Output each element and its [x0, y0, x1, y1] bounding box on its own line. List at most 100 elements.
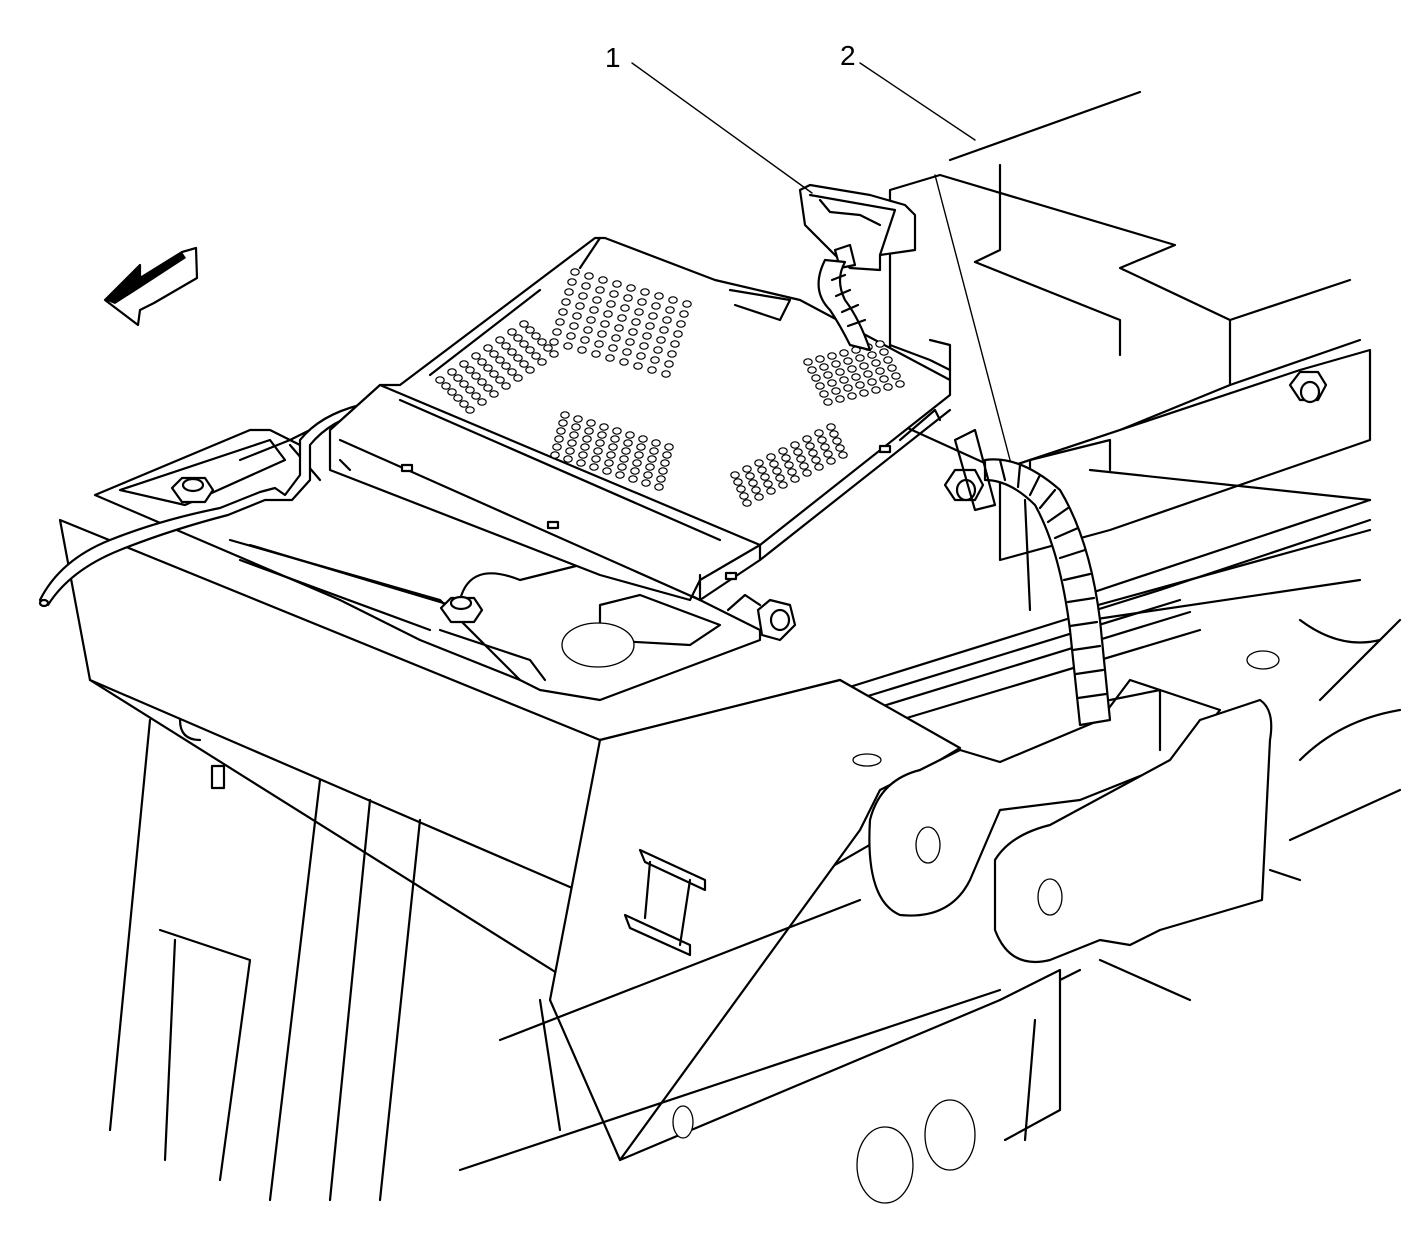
vent-hole [647, 366, 657, 374]
vent-hole [803, 358, 813, 366]
vent-hole [793, 448, 803, 456]
vent-hole [875, 367, 885, 375]
vent-hole [604, 459, 614, 467]
vent-hole [826, 423, 836, 431]
vent-hole [600, 320, 610, 328]
vent-hole [831, 387, 841, 395]
vent-hole [835, 368, 845, 376]
vent-hole [832, 437, 842, 445]
vent-hole [586, 419, 596, 427]
vent-hole [748, 479, 758, 487]
vent-hole [855, 354, 865, 362]
vent-hole [501, 382, 511, 390]
vent-hole [640, 288, 650, 296]
vent-hole [582, 435, 592, 443]
vent-hole [883, 383, 893, 391]
vent-hole [563, 455, 573, 463]
vent-hole [654, 292, 664, 300]
vent-hole [757, 466, 767, 474]
callout-leaders [631, 62, 1011, 461]
vent-hole [507, 368, 517, 376]
callout-1-label: 1 [605, 42, 621, 73]
vent-hole [843, 384, 853, 392]
vent-hole [664, 360, 674, 368]
vent-hole [495, 336, 505, 344]
vent-hole [477, 358, 487, 366]
vent-hole [651, 439, 661, 447]
vent-hole [583, 326, 593, 334]
vent-hole [525, 366, 535, 374]
vent-hole [626, 284, 636, 292]
vent-hole [659, 326, 669, 334]
vent-hole [453, 394, 463, 402]
vent-hole [823, 371, 833, 379]
vent-hole [580, 336, 590, 344]
vent-holes [435, 268, 905, 507]
vent-hole [631, 318, 641, 326]
vent-hole [569, 322, 579, 330]
vent-hole [815, 382, 825, 390]
vent-hole [811, 456, 821, 464]
vent-hole [742, 499, 752, 507]
vent-hole [580, 443, 590, 451]
vent-hole [819, 363, 829, 371]
vent-hole [831, 360, 841, 368]
vent-hole [489, 350, 499, 358]
vent-hole [606, 300, 616, 308]
vent-hole [625, 431, 635, 439]
vent-hole [819, 390, 829, 398]
vent-hole [589, 306, 599, 314]
vent-hole [578, 292, 588, 300]
vent-hole [823, 398, 833, 406]
vent-hole [549, 350, 559, 358]
vent-hole [489, 370, 499, 378]
vent-hole [664, 443, 674, 451]
vent-hole [632, 459, 642, 467]
vent-hole [612, 427, 622, 435]
vent-hole [639, 342, 649, 350]
vent-hole [649, 447, 659, 455]
vent-hole [766, 453, 776, 461]
vent-hole [447, 388, 457, 396]
vent-hole [815, 355, 825, 363]
vent-hole [549, 338, 559, 346]
vent-hole [769, 460, 779, 468]
callout-1-leader [631, 62, 813, 194]
vent-hole [754, 459, 764, 467]
callout-2-leader [859, 62, 976, 141]
vent-hole [623, 439, 633, 447]
vent-hole [673, 330, 683, 338]
vent-hole [742, 465, 752, 473]
vent-hole [867, 351, 877, 359]
vent-hole [477, 378, 487, 386]
vent-hole [555, 318, 565, 326]
vent-hole [606, 451, 616, 459]
vent-hole [636, 352, 646, 360]
harness-connector [798, 183, 917, 352]
vent-hole [519, 360, 529, 368]
vent-hole [525, 346, 535, 354]
callout-2-pointer [934, 174, 1011, 461]
vent-hole [578, 451, 588, 459]
vent-hole [471, 372, 481, 380]
vent-hole [763, 480, 773, 488]
vent-hole [802, 469, 812, 477]
vent-hole [608, 344, 618, 352]
vent-hole [733, 478, 743, 486]
vent-hole [584, 272, 594, 280]
vent-hole [610, 435, 620, 443]
vent-hole [617, 463, 627, 471]
vent-hole [598, 276, 608, 284]
vent-hole [597, 431, 607, 439]
vent-hole [620, 304, 630, 312]
vent-hole [459, 380, 469, 388]
vent-hole [571, 423, 581, 431]
vent-hole [611, 334, 621, 342]
front-direction-arrow-icon [103, 246, 199, 327]
vent-hole [513, 334, 523, 342]
vent-hole [501, 342, 511, 350]
vent-hole [778, 447, 788, 455]
vent-hole [584, 427, 594, 435]
vent-hole [525, 326, 535, 334]
